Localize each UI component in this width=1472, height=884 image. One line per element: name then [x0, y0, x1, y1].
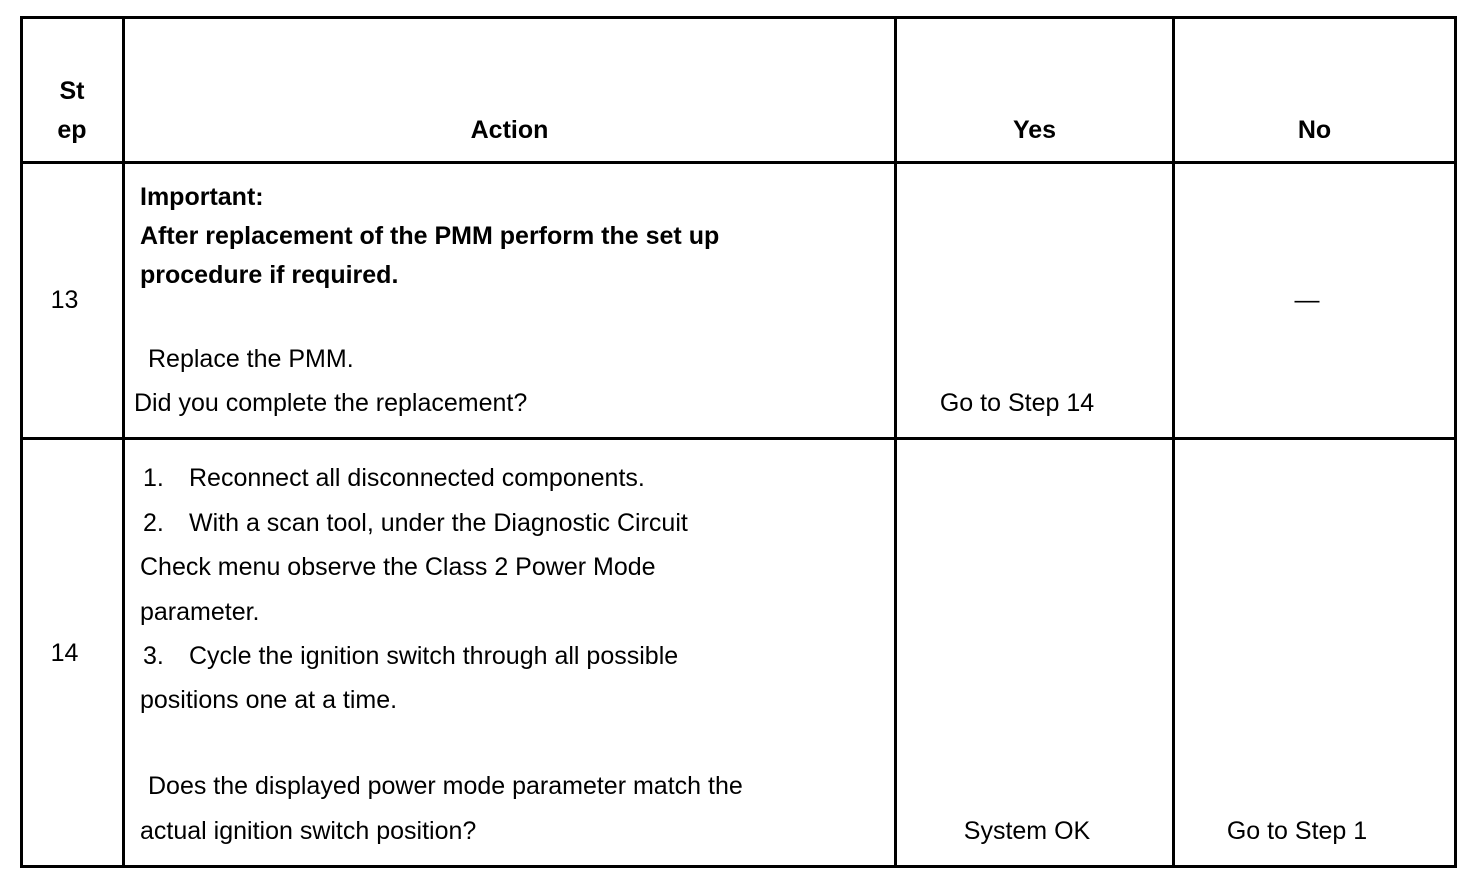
no-result: —: [1294, 286, 1320, 314]
header-step-line2: ep: [57, 116, 87, 144]
question-text: Did you complete the replacement?: [134, 389, 528, 417]
step-number: 14: [50, 639, 79, 667]
table-border-left: [20, 16, 23, 868]
list-item-continuation: parameter.: [140, 598, 260, 626]
important-note-line2: procedure if required.: [140, 261, 399, 289]
header-action: Action: [470, 116, 549, 144]
header-yes: Yes: [1012, 116, 1057, 144]
header-step-line1: St: [59, 77, 85, 105]
table-border-bottom: [20, 865, 1457, 868]
important-note-line1: After replacement of the PMM perform the…: [140, 222, 720, 250]
list-item-text: Reconnect all disconnected components.: [189, 464, 645, 492]
instruction-text: Replace the PMM.: [148, 345, 354, 373]
yes-result: System OK: [963, 817, 1091, 845]
step-number: 13: [50, 286, 79, 314]
list-item-number: 3.: [143, 642, 164, 670]
important-label: Important:: [140, 183, 264, 211]
list-item-number: 1.: [143, 464, 164, 492]
col-divider-action: [894, 16, 897, 868]
header-divider: [20, 161, 1457, 164]
list-item-continuation: Check menu observe the Class 2 Power Mod…: [140, 553, 656, 581]
list-item-text: With a scan tool, under the Diagnostic C…: [189, 509, 688, 537]
question-text-line2: actual ignition switch position?: [140, 817, 477, 845]
col-divider-step: [122, 16, 125, 868]
list-item-number: 2.: [143, 509, 164, 537]
table-border-right: [1454, 16, 1457, 868]
list-item-continuation: positions one at a time.: [140, 686, 398, 714]
table-border-top: [20, 16, 1457, 19]
list-item-text: Cycle the ignition switch through all po…: [189, 642, 679, 670]
col-divider-yes: [1172, 16, 1175, 868]
row-divider: [20, 437, 1457, 440]
question-text-line1: Does the displayed power mode parameter …: [148, 772, 743, 800]
header-no: No: [1297, 116, 1332, 144]
yes-result: Go to Step 14: [939, 389, 1095, 417]
no-result: Go to Step 1: [1226, 817, 1368, 845]
